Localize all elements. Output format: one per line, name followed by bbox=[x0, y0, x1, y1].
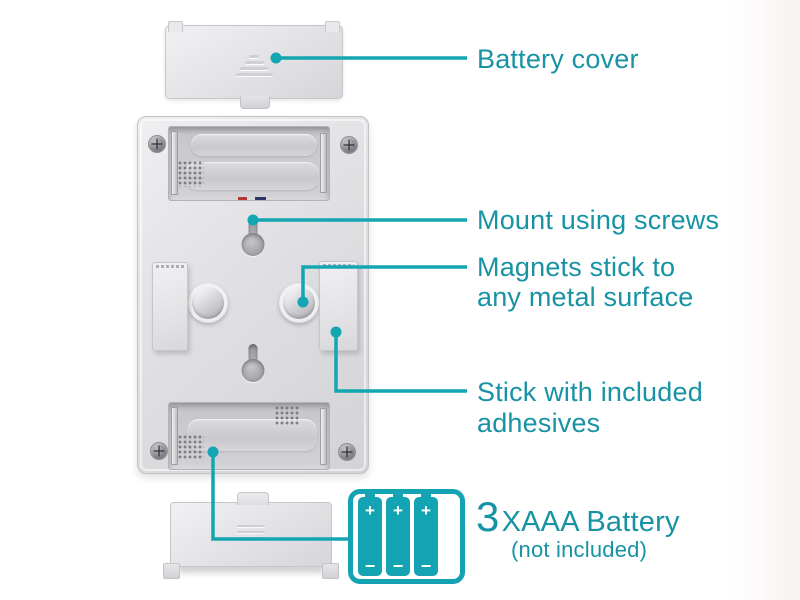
battery-spring-icon bbox=[275, 406, 299, 426]
screw-icon bbox=[150, 442, 168, 460]
magnet-icon bbox=[188, 283, 228, 323]
adhesive-strip bbox=[152, 262, 188, 351]
label-adhesive: Stick with included adhesives bbox=[477, 377, 703, 439]
label-battery-cover: Battery cover bbox=[477, 44, 639, 74]
minus-sign: − bbox=[364, 556, 376, 576]
adhesive-strip bbox=[319, 261, 358, 351]
plus-sign: + bbox=[421, 501, 431, 520]
grip-marks bbox=[237, 521, 265, 539]
label-adhesive-line2: adhesives bbox=[477, 408, 601, 438]
battery-contact bbox=[171, 131, 178, 195]
battery-compartment-top bbox=[168, 126, 330, 201]
plus-sign: + bbox=[393, 501, 403, 520]
aaa-battery-icon: + − bbox=[386, 497, 410, 576]
battery-contact bbox=[320, 408, 327, 465]
cover-foot bbox=[163, 563, 180, 579]
cover-latch-tab bbox=[240, 96, 270, 109]
label-battery-note: (not included) bbox=[511, 537, 648, 562]
minus-sign: − bbox=[392, 556, 404, 576]
cover-foot bbox=[322, 563, 339, 579]
battery-box-icon: + − + − + − bbox=[348, 489, 465, 584]
label-battery-spec: 3 XAAA Battery bbox=[476, 493, 680, 540]
minus-sign: − bbox=[420, 556, 432, 576]
cover-ear bbox=[168, 21, 183, 32]
cover-ear bbox=[325, 21, 340, 32]
label-magnets-line1: Magnets stick to bbox=[477, 252, 676, 282]
keyhole-mount-icon bbox=[241, 216, 265, 256]
battery-slot-embossing bbox=[191, 134, 317, 156]
cover-latch-tab bbox=[237, 492, 269, 505]
screw-icon bbox=[148, 135, 166, 153]
label-mount-screws: Mount using screws bbox=[477, 205, 720, 235]
battery-type: XAAA Battery bbox=[501, 506, 680, 538]
battery-contact bbox=[320, 133, 327, 193]
battery-spring-icon bbox=[178, 435, 204, 459]
aaa-battery-icon: + − bbox=[358, 497, 382, 576]
keyhole-mount-icon bbox=[241, 344, 265, 382]
grip-ridges-icon bbox=[232, 52, 276, 76]
label-adhesive-line1: Stick with included bbox=[477, 377, 703, 407]
label-magnets-line2: any metal surface bbox=[477, 282, 694, 312]
wire-marking bbox=[238, 197, 266, 201]
battery-quantity: 3 bbox=[476, 493, 500, 540]
battery-cover-top bbox=[165, 21, 343, 109]
device-back-panel bbox=[137, 116, 369, 474]
screw-icon bbox=[340, 136, 358, 154]
plus-sign: + bbox=[365, 501, 375, 520]
background-tint bbox=[730, 0, 800, 600]
battery-cover-bottom bbox=[163, 492, 339, 579]
aaa-battery-icon: + − bbox=[414, 497, 438, 576]
battery-compartment-bottom bbox=[168, 402, 330, 470]
label-magnets: Magnets stick to any metal surface bbox=[477, 252, 694, 312]
magnet-icon bbox=[279, 283, 319, 323]
battery-spring-icon bbox=[178, 161, 204, 187]
battery-contact bbox=[171, 407, 178, 465]
screw-icon bbox=[338, 443, 356, 461]
battery-slot-embossing bbox=[185, 162, 319, 190]
